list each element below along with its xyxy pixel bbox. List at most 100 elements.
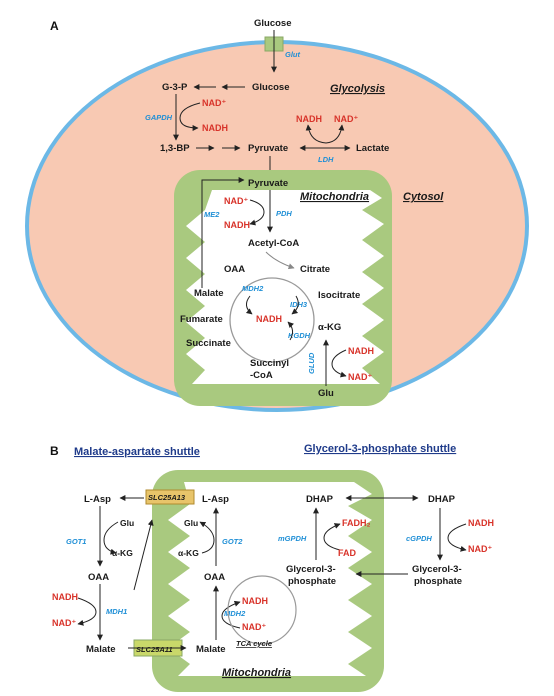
succinyl-label-2: -CoA (250, 370, 273, 381)
pdh-enzyme: PDH (276, 209, 292, 218)
glucose-extracellular: Glucose (254, 18, 292, 29)
fad: FAD (338, 548, 357, 558)
nad-cgpdh: NAD⁺ (468, 544, 492, 554)
acetylcoa-label: Acetyl-CoA (248, 238, 299, 249)
glu-label-a: Glu (318, 388, 334, 399)
slc25a11-label: SLC25A11 (136, 645, 173, 654)
me2-enzyme: ME2 (204, 210, 220, 219)
cgpdh-cofactor-arc (447, 523, 467, 552)
succinate-label: Succinate (186, 338, 231, 349)
glud-cofactor-arc (331, 349, 347, 378)
nad-pdh: NAD⁺ (224, 196, 248, 206)
oaa-label: OAA (224, 264, 245, 275)
tca-cycle-label: TCA cycle (236, 639, 272, 648)
glut-label: Glut (285, 50, 300, 59)
nadh-mdh1: NADH (52, 592, 78, 602)
nad-mdh1: NAD⁺ (52, 618, 76, 628)
gapdh-enzyme: GAPDH (145, 113, 173, 122)
kgdh-nadh-arrow (287, 321, 294, 341)
idh3-enzyme: IDH3 (290, 300, 308, 309)
panel-b: B Malate-aspartate shuttle Glycerol-3-ph… (50, 443, 517, 692)
mdh2-enzyme-a: MDH2 (242, 284, 264, 293)
g3p-mito-label-1: Glycerol-3- (286, 564, 336, 575)
akg-export-arrow (133, 519, 154, 591)
mgpdh-enzyme: mGPDH (278, 534, 307, 543)
malate-right-label: Malate (196, 644, 226, 655)
malic-enzyme-arrow (201, 177, 245, 288)
got2-enzyme: GOT2 (222, 537, 243, 546)
mito-matrix-a (186, 190, 384, 384)
got2-cofactor-arc (199, 521, 215, 554)
mdh2-enzyme-b: MDH2 (224, 609, 246, 618)
glycerol-phosphate-title: Glycerol-3-phosphate shuttle (304, 443, 456, 455)
glucose-cytosol-label: Glucose (252, 82, 290, 93)
lasp-left-label: L-Asp (84, 494, 111, 505)
malate-aspartate-title: Malate-aspartate shuttle (74, 446, 200, 458)
lactate-label: Lactate (356, 143, 389, 154)
akg-label-a: α-KG (318, 322, 341, 333)
g3p-cyt-label-2: phosphate (414, 576, 462, 587)
bpg-label: 1,3-BP (160, 143, 190, 154)
malate-label-a: Malate (194, 288, 224, 299)
nadh-ldh: NADH (296, 114, 322, 124)
g3p-mito-label-2: phosphate (288, 576, 336, 587)
nad-ldh: NAD⁺ (334, 114, 358, 124)
mitochondria-title-b: Mitochondria (222, 667, 291, 679)
ldh-enzyme: LDH (318, 155, 334, 164)
slc25a13-label: SLC25A13 (148, 493, 186, 502)
mitochondria-title-a: Mitochondria (300, 191, 369, 203)
cgpdh-enzyme: cGPDH (406, 534, 432, 543)
nad-gapdh: NAD⁺ (202, 98, 226, 108)
nadh-tca: NADH (256, 314, 282, 324)
nad-mdh2: NAD⁺ (242, 622, 266, 632)
dhap-cyt-label: DHAP (428, 494, 456, 505)
glu-left-label: Glu (120, 518, 134, 528)
panel-b-label: B (50, 444, 59, 458)
pdh-cofactor-arc (249, 199, 265, 226)
mdh1-enzyme: MDH1 (106, 607, 127, 616)
watermark: 知乎 @泰生物BONTAC (392, 667, 517, 681)
succinyl-label-1: Succinyl (250, 358, 289, 369)
gapdh-cofactor-arc (179, 102, 201, 131)
mdh2-nadh-arrow (245, 295, 253, 315)
mgpdh-cofactor-arc (323, 523, 341, 551)
nadh-mdh2: NADH (242, 596, 268, 606)
nadh-gapdh: NADH (202, 123, 228, 133)
glud-enzyme: GLUD (307, 352, 316, 374)
kgdh-enzyme: KGDH (288, 331, 311, 340)
glycolysis-title: Glycolysis (330, 83, 385, 95)
oaa-right-label: OAA (204, 572, 225, 583)
pyruvate-mito-label: Pyruvate (248, 178, 288, 189)
tca-cycle-ring-b (227, 575, 297, 645)
g3p-label: G-3-P (162, 82, 188, 93)
fadh2: FADH₂ (342, 518, 371, 528)
citrate-label: Citrate (300, 264, 330, 275)
nadh-glud: NADH (348, 346, 374, 356)
tca-cycle-ring (229, 277, 315, 363)
ldh-cofactor-arc (305, 124, 345, 144)
panel-a: A Glut Glucose Glycolysis G-3-P Glucose … (25, 18, 529, 412)
g3p-cyt-label-1: Glycerol-3- (412, 564, 462, 575)
akg-left-label: α-KG (112, 548, 133, 558)
glu-right-label: Glu (184, 518, 198, 528)
mdh1-cofactor-arc (77, 597, 97, 626)
pyruvate-cytosol-label: Pyruvate (248, 143, 288, 154)
lasp-right-label: L-Asp (202, 494, 229, 505)
slc25a13-transporter (145, 489, 195, 505)
dhap-mito-label: DHAP (306, 494, 334, 505)
malate-left-label: Malate (86, 644, 116, 655)
got1-enzyme: GOT1 (66, 537, 86, 546)
fumarate-label: Fumarate (180, 314, 223, 325)
panel-a-label: A (50, 19, 59, 33)
nad-glud: NAD⁺ (348, 372, 372, 382)
acetylcoa-to-citrate-arrow (265, 251, 295, 270)
cytosol-title: Cytosol (403, 191, 444, 203)
oaa-left-label: OAA (88, 572, 109, 583)
idh3-nadh-arrow (291, 295, 299, 315)
nadh-cgpdh: NADH (468, 518, 494, 528)
mito-matrix-b (168, 482, 372, 676)
isocitrate-label: Isocitrate (318, 290, 360, 301)
akg-right-label: α-KG (178, 548, 199, 558)
got1-cofactor-arc (103, 521, 119, 555)
